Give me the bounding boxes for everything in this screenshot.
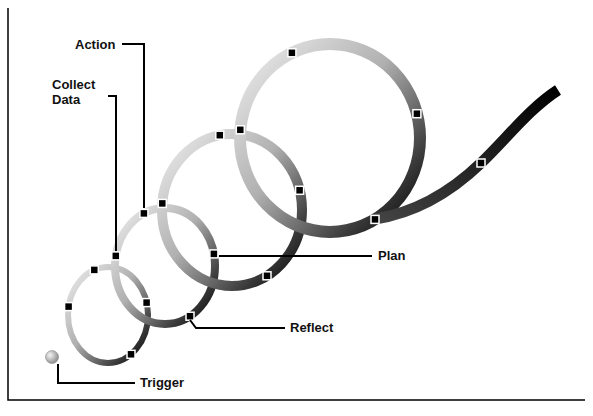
trigger-ball [46,351,59,364]
stage-marker [216,131,224,139]
stage-marker [263,272,271,280]
stage-marker [210,250,218,258]
leader-lines [58,44,372,383]
stage-marker [288,49,296,57]
stage-marker [296,186,304,194]
stage-label: Plan [378,248,458,263]
stage-marker [413,110,421,118]
leader-line [122,44,144,208]
stage-marker [90,266,98,274]
frame-axis [8,8,585,400]
stage-marker [127,350,135,358]
stage-label: Collect Data [52,77,108,107]
spiral-loop [240,44,420,232]
stage-marker [477,159,485,167]
stage-marker [65,303,73,311]
stage-marker [236,126,244,134]
stage-markers [65,49,485,359]
stage-marker [112,252,120,260]
leader-line [108,96,116,251]
stage-label: Reflect [290,320,370,335]
stage-marker [371,215,379,223]
stage-marker [158,199,166,207]
spiral-tail [375,90,558,219]
leader-line [58,364,135,383]
stage-marker [186,312,194,320]
leader-line [219,255,372,257]
stage-marker [143,299,151,307]
stage-label: Action [75,37,135,52]
stage-marker [140,209,148,217]
leader-line [190,320,285,328]
stage-label: Trigger [140,375,220,390]
